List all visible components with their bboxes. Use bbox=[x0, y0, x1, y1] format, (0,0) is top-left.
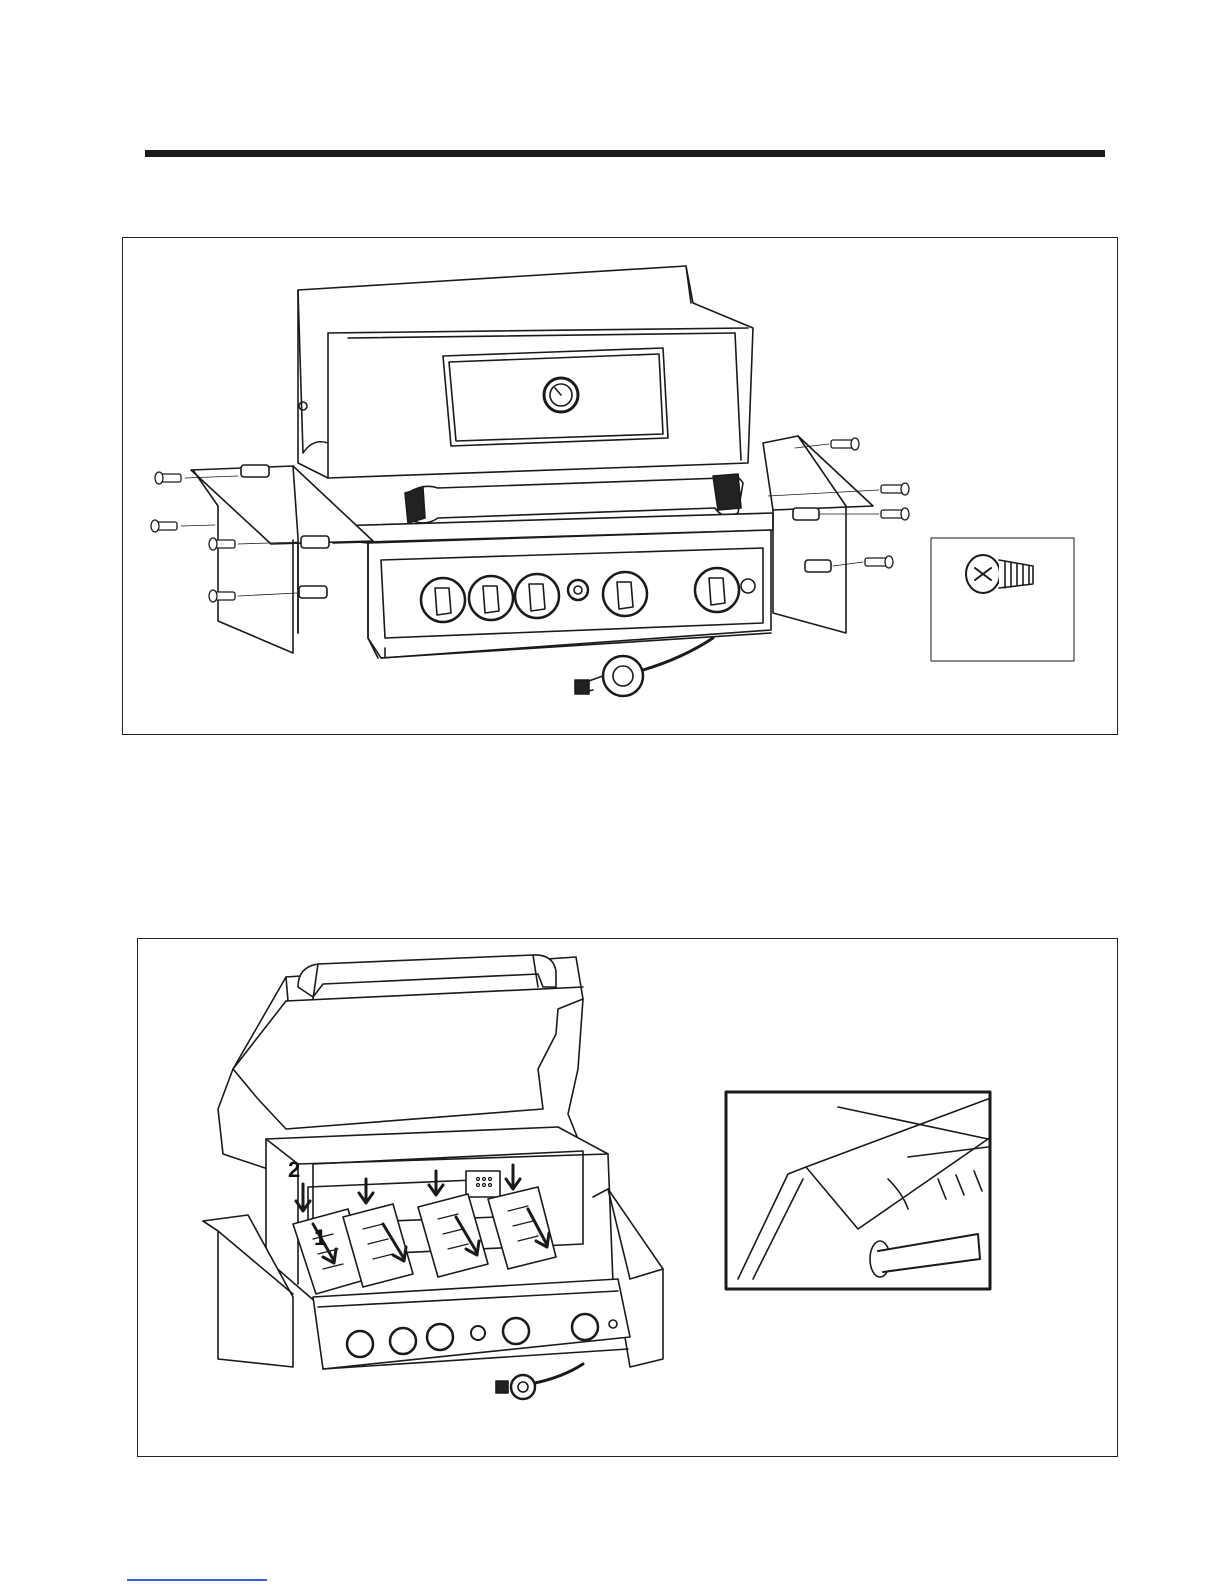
left-side-shelf bbox=[151, 465, 373, 653]
grill-hood bbox=[298, 266, 753, 523]
grill-open-diagram: 2 1 bbox=[138, 939, 1119, 1458]
gas-regulator-2 bbox=[496, 1364, 583, 1399]
figure-side-shelf-assembly bbox=[122, 237, 1118, 735]
step-2-label: 2 bbox=[288, 1157, 300, 1182]
right-side-shelf bbox=[763, 436, 909, 633]
figure-heat-tent-installation: 2 1 bbox=[137, 938, 1118, 1457]
gas-regulator bbox=[575, 638, 713, 696]
step-1-label: 1 bbox=[314, 1225, 326, 1250]
grill-shelf-diagram bbox=[123, 238, 1119, 736]
thermometer-icon bbox=[544, 378, 578, 412]
ignition-detail-inset bbox=[726, 1092, 990, 1289]
footer-link-underline bbox=[127, 1579, 267, 1581]
header-rule bbox=[145, 150, 1105, 157]
screw-detail-inset bbox=[931, 538, 1074, 661]
